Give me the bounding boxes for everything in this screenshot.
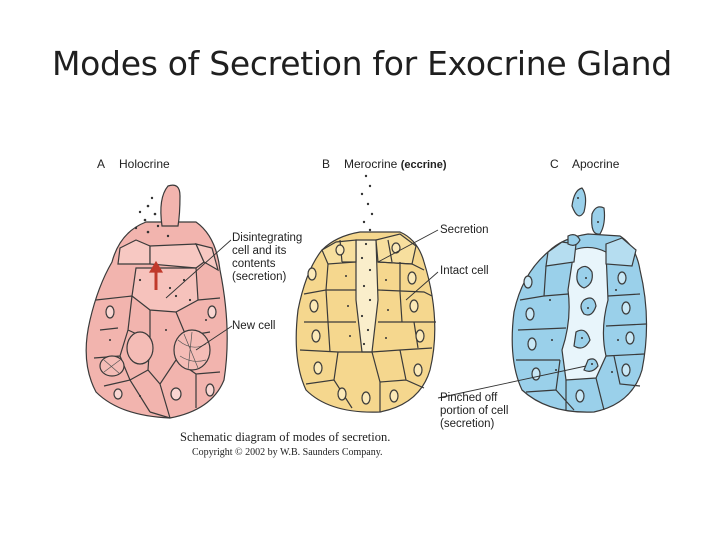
panel-letter: B — [322, 157, 331, 171]
callout-line: contents — [232, 258, 276, 270]
figure-caption: Schematic diagram of modes of secretion. — [180, 430, 391, 444]
callout-secretion: Secretion — [440, 224, 489, 236]
panel-name: Merocrine — [344, 157, 398, 171]
slide-title: Modes of Secretion for Exocrine Gland — [52, 44, 672, 83]
holocrine-gland — [85, 184, 228, 419]
panel-letter: A — [97, 157, 106, 171]
panel-extra: (eccrine) — [400, 159, 447, 171]
callout-line: Disintegrating — [232, 232, 303, 244]
callout-disintegrating: Disintegrating cell and its contents (se… — [232, 232, 302, 284]
merocrine-secretion-dots — [345, 174, 389, 346]
apocrine-gland — [511, 233, 648, 413]
panel-label-apocrine: C Apocrine — [550, 157, 619, 171]
holocrine-secretion-dots — [109, 196, 207, 397]
apocrine-released-blobs — [567, 187, 606, 246]
panel-name: Holocrine — [119, 157, 170, 171]
callout-line: (secretion) — [232, 271, 287, 283]
merocrine-gland — [295, 231, 436, 413]
panel-letter: C — [550, 157, 559, 171]
panel-label-merocrine: B Merocrine (eccrine) — [322, 157, 447, 171]
callout-leader-lines — [165, 229, 587, 399]
callout-intact-cell: Intact cell — [440, 265, 489, 277]
panel-name: Apocrine — [572, 157, 620, 171]
panel-label-holocrine: A Holocrine — [97, 157, 170, 171]
callout-pinched-off: Pinched off portion of cell (secretion) — [440, 392, 508, 431]
apocrine-dots — [549, 197, 619, 373]
callout-line: (secretion) — [440, 418, 495, 430]
callout-line: Pinched off — [440, 392, 498, 404]
callout-line: portion of cell — [440, 405, 509, 417]
copyright-notice: Copyright © 2002 by W.B. Saunders Compan… — [192, 447, 383, 458]
callout-new-cell: New cell — [232, 320, 276, 332]
callout-line: cell and its — [232, 245, 287, 257]
